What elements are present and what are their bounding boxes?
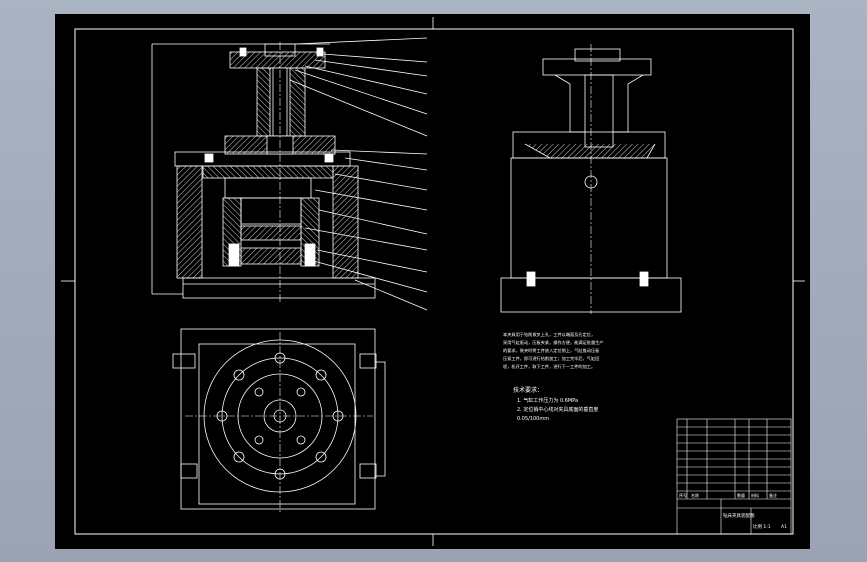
- header-cell: 数量: [737, 492, 745, 498]
- tech-requirement-line: 0.05/100mm: [517, 416, 549, 422]
- scale-label: 比例 1:1: [753, 523, 771, 530]
- note-line: 压紧工件，即可进行钻削加工；加工完毕后，气缸回: [503, 355, 599, 362]
- notes-paragraph: 本夹具用于钻削拨叉上孔，工件以端面及孔定位， 采用气缸驱动，压板夹紧，操作方便，…: [503, 331, 604, 370]
- note-line: 的要求。装夹时将工件放入定位销上，气缸推动压板: [503, 347, 600, 354]
- drawing-sheet: 本夹具用于钻削拨叉上孔，工件以端面及孔定位， 采用气缸驱动，压板夹紧，操作方便，…: [55, 14, 810, 549]
- drawing-name: 钻床夹具装配图: [723, 512, 755, 519]
- sheet-size: A1: [781, 524, 787, 530]
- tech-requirement-line: 1. 气缸工作压力为 0.6MPa: [517, 397, 578, 404]
- front-section-view: [151, 37, 428, 311]
- title-block-text: 序号 名称 数量 材料 备注 钻床夹具装配图 比例 1:1 A1: [679, 492, 787, 530]
- drawing-frame: [61, 17, 805, 546]
- tech-requirements-title: 技术要求：: [513, 386, 543, 394]
- tech-requirement-line: 2. 定位销中心线对夹具底面的垂直度: [517, 406, 598, 413]
- header-cell: 备注: [769, 492, 777, 498]
- header-cell: 序号: [679, 492, 687, 498]
- technical-requirements: 技术要求： 1. 气缸工作压力为 0.6MPa 2. 定位销中心线对夹具底面的垂…: [513, 386, 598, 422]
- note-line: 本夹具用于钻削拨叉上孔，工件以端面及孔定位，: [503, 331, 595, 338]
- header-cell: 名称: [691, 492, 699, 498]
- side-view: [500, 44, 682, 314]
- header-cell: 材料: [751, 492, 759, 498]
- assembly-drawing: 本夹具用于钻削拨叉上孔，工件以端面及孔定位， 采用气缸驱动，压板夹紧，操作方便，…: [61, 17, 805, 546]
- note-line: 采用气缸驱动，压板夹紧，操作方便，能满足批量生产: [503, 339, 604, 346]
- title-block: [676, 418, 792, 535]
- note-line: 程，松开工件，取下工件，进行下一工件的加工。: [503, 363, 595, 370]
- plan-view: [172, 328, 386, 512]
